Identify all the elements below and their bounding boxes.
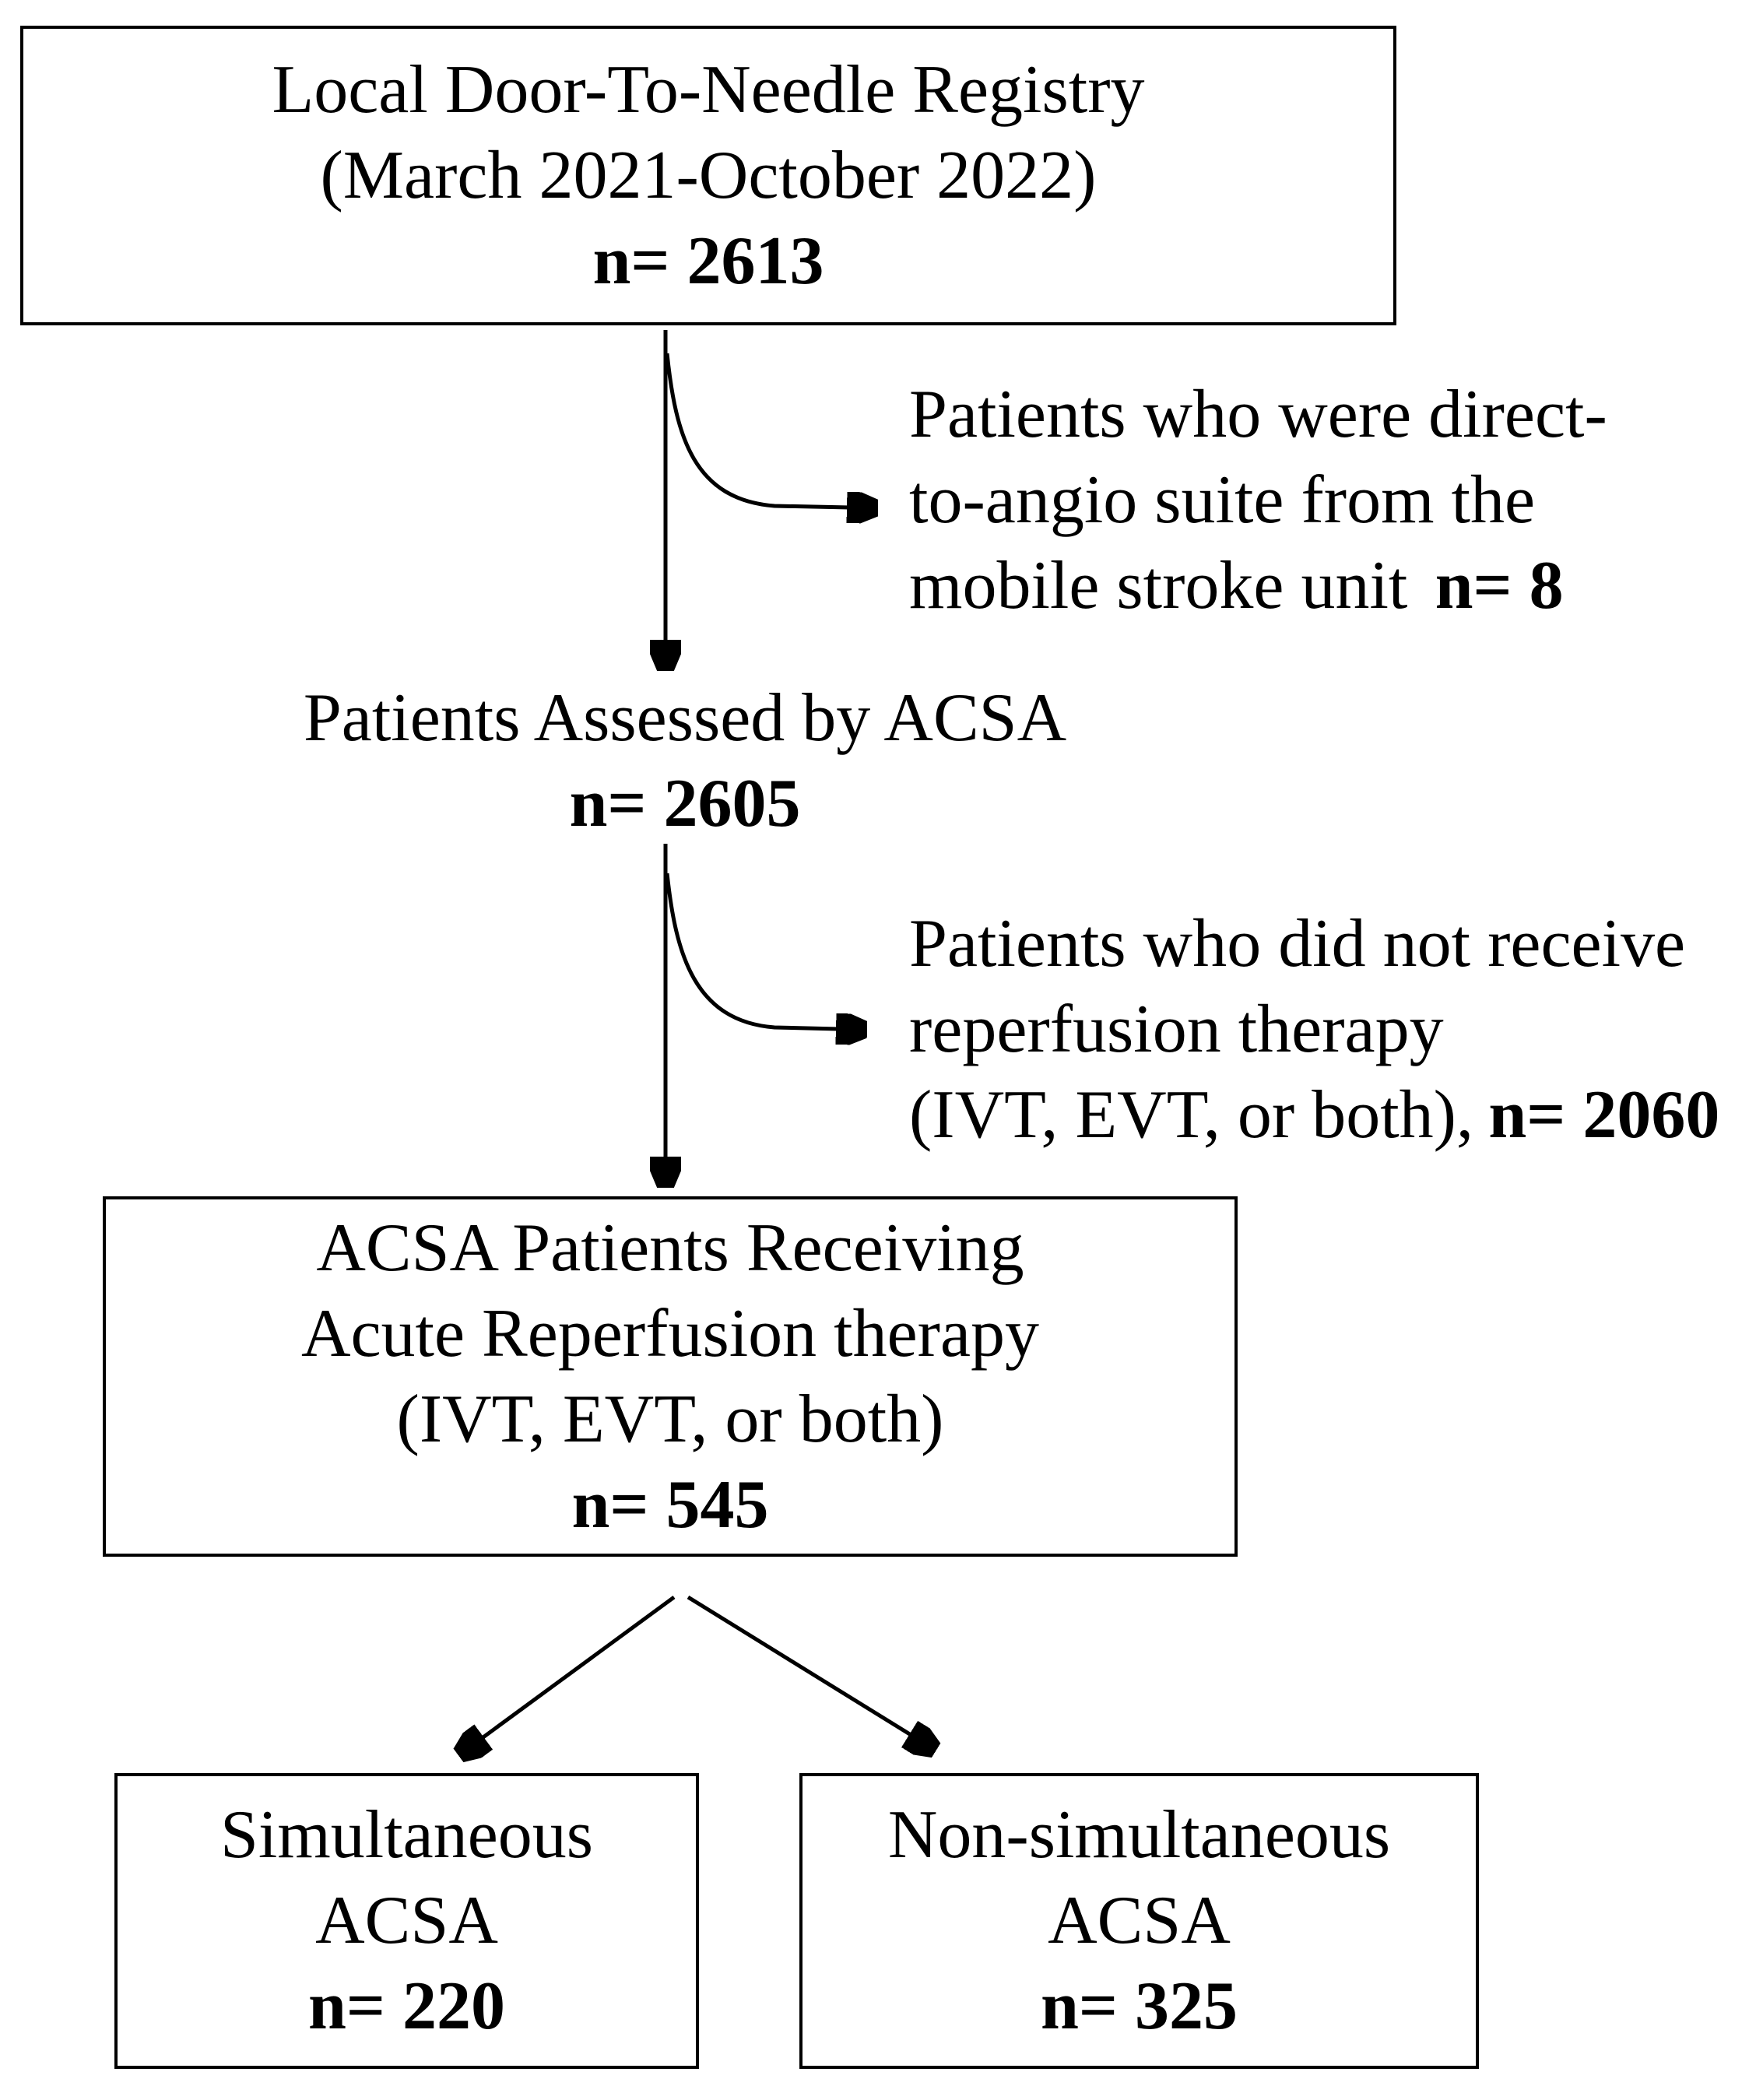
registry-line-2: (March 2021-October 2022) [320,137,1097,213]
reperfusion-line-3: (IVT, EVT, or both) [396,1381,944,1457]
registry-line-1: Local Door-To-Needle Registry [272,51,1145,128]
exclusion-1-text: mobile stroke unit [909,548,1408,623]
branch-arrow-direct-to-angio [665,353,850,507]
non-simultaneous-count: n= 325 [1040,1968,1238,2044]
non-simultaneous-line-1: Non-simultaneous [887,1797,1391,1873]
exclusion-1-count: n= 8 [1435,548,1564,623]
arrow-reperfusion-to-simultaneous [481,1595,676,1739]
exclusion-2-line-2: reperfusion therapy [909,992,1444,1067]
node-registry-box: Local Door-To-Needle Registry (March 202… [20,26,1396,325]
simultaneous-count: n= 220 [307,1968,506,2044]
reperfusion-count: n= 545 [571,1466,769,1543]
node-reperfusion-box: ACSA Patients Receiving Acute Reperfusio… [103,1196,1238,1557]
branch-arrow-no-reperfusion [665,873,839,1029]
exclusion-2-line-3: (IVT, EVT, or both),n= 2060 [909,1073,1756,1158]
node-assessed-text: Patients Assessed by ACSA n= 2605 [179,676,1191,847]
simultaneous-line-2: ACSA [315,1883,498,1958]
arrow-reperfusion-to-non-simultaneous [687,1595,912,1736]
exclusion-no-reperfusion-text: Patients who did not receive reperfusion… [909,901,1756,1158]
exclusion-1-line-2: to-angio suite from the [909,462,1536,538]
exclusion-direct-to-angio-text: Patients who were direct- to-angio suite… [909,372,1750,629]
reperfusion-line-1: ACSA Patients Receiving [316,1210,1024,1286]
exclusion-2-line-1: Patients who did not receive [909,906,1686,982]
exclusion-1-line-1: Patients who were direct- [909,377,1607,452]
exclusion-2-text: (IVT, EVT, or both), [909,1077,1473,1153]
assessed-count: n= 2605 [569,766,801,841]
node-non-simultaneous-box: Non-simultaneous ACSA n= 325 [799,1773,1479,2069]
assessed-line-1: Patients Assessed by ACSA [303,680,1067,756]
simultaneous-line-1: Simultaneous [220,1797,594,1873]
reperfusion-line-2: Acute Reperfusion therapy [300,1295,1040,1371]
exclusion-1-line-3: mobile stroke unit n= 8 [909,543,1750,629]
registry-count: n= 2613 [592,223,824,299]
node-simultaneous-box: Simultaneous ACSA n= 220 [114,1773,699,2069]
non-simultaneous-line-2: ACSA [1048,1883,1231,1958]
exclusion-2-count: n= 2060 [1488,1077,1720,1153]
